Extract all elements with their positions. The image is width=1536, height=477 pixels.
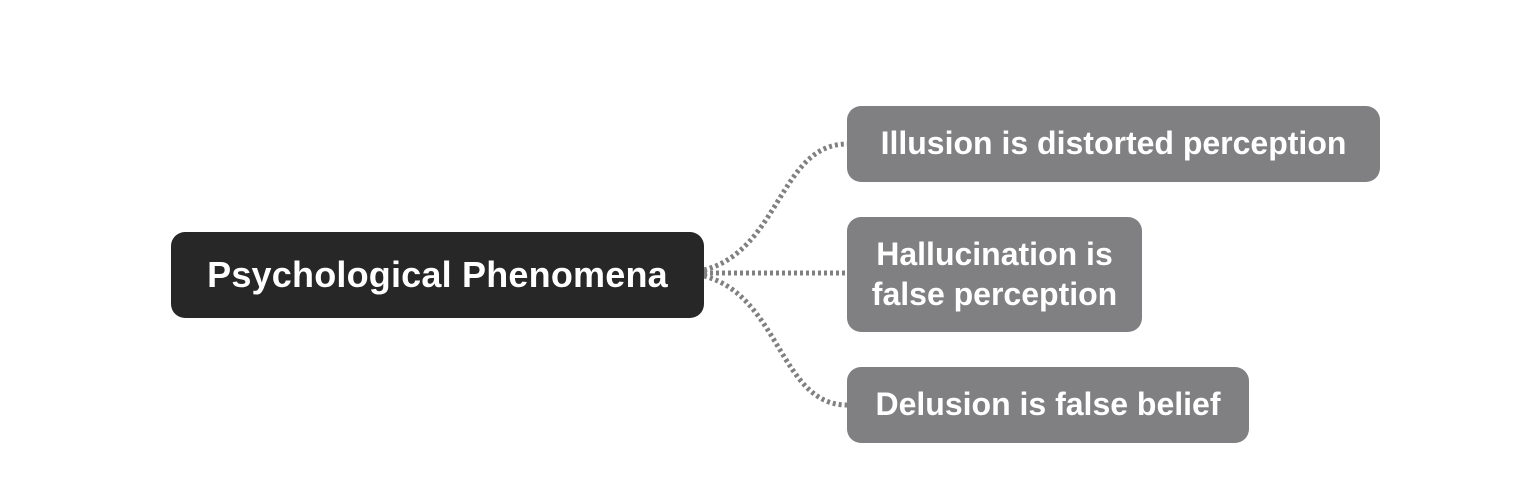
- connector-illusion: [703, 141, 848, 273]
- child-node-illusion[interactable]: Illusion is distorted perception: [847, 106, 1380, 182]
- connector-delusion: [703, 273, 848, 408]
- child-node-label: Hallucination is false perception: [871, 235, 1118, 312]
- child-node-label: Delusion is false belief: [875, 386, 1221, 423]
- child-node-delusion[interactable]: Delusion is false belief: [847, 367, 1249, 443]
- root-node[interactable]: Psychological Phenomena: [171, 232, 704, 318]
- root-node-label: Psychological Phenomena: [207, 254, 668, 295]
- child-node-label: Illusion is distorted perception: [880, 125, 1347, 162]
- child-node-hallucination[interactable]: Hallucination is false perception: [847, 217, 1142, 332]
